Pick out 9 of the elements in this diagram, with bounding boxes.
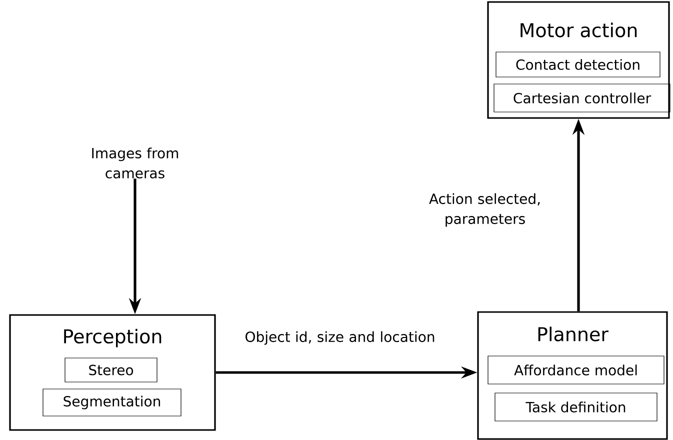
component-box: Contact detection: [496, 52, 660, 78]
component-box: Stereo: [64, 358, 158, 382]
input-label: Images from cameras: [92, 148, 178, 178]
component-box: Segmentation: [42, 388, 182, 416]
component-box: Task definition: [494, 392, 658, 422]
component-box: Cartesian controller: [494, 84, 670, 112]
edge-label: Object id, size and location: [246, 331, 434, 345]
component-box: Affordance model: [488, 356, 664, 384]
edge-label: Action selected, parameters: [429, 193, 540, 227]
